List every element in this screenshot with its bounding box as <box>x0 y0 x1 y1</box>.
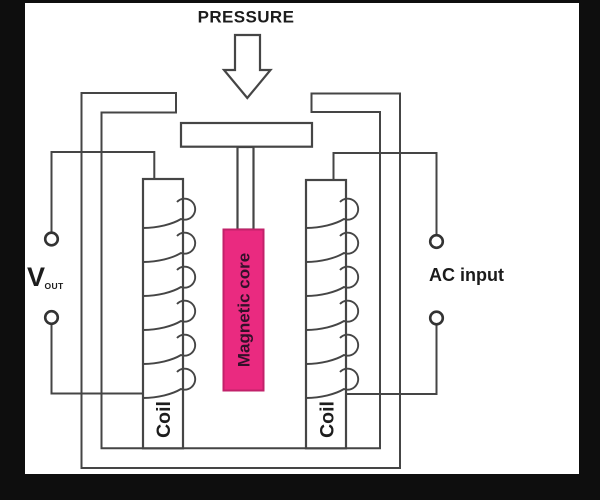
vout-bottom-wire <box>50 324 143 395</box>
coil-winding <box>305 299 360 331</box>
magnetic-core-label: Magnetic core <box>235 253 254 367</box>
vout-terminal-bottom <box>43 309 60 326</box>
ac-input-label: AC input <box>429 265 504 285</box>
coil-winding <box>142 265 197 297</box>
coil-winding <box>305 367 360 399</box>
core-rod <box>236 145 255 231</box>
coil-winding <box>142 299 197 331</box>
coil-winding <box>305 231 360 263</box>
coil-left-label: Coil <box>153 401 175 438</box>
ac-terminal-top <box>428 233 445 250</box>
coil-winding <box>142 367 197 399</box>
coil-winding <box>305 197 360 229</box>
vout-label: V <box>27 262 45 292</box>
coil-right-windings <box>305 197 360 399</box>
coil-right-body <box>304 178 348 450</box>
pressure-plate <box>179 121 314 148</box>
vout-terminal-top <box>43 231 60 247</box>
vout-label-subscript: OUT <box>45 281 65 291</box>
coil-winding <box>305 333 360 365</box>
magnetic-core <box>222 228 265 392</box>
coil-right-label: Coil <box>317 401 339 438</box>
coil-winding <box>142 231 197 263</box>
ac-top-wire <box>332 152 438 235</box>
diagram-background <box>25 3 579 474</box>
coil-left-windings <box>142 197 197 399</box>
coil-winding <box>142 333 197 365</box>
ac-terminal-bottom <box>428 310 445 326</box>
coil-winding <box>305 265 360 297</box>
pressure-label: PRESSURE <box>198 8 295 27</box>
coil-winding <box>142 197 197 229</box>
coil-left-body <box>141 177 185 450</box>
vout-top-wire <box>50 151 156 233</box>
pressure-arrow-icon <box>221 33 273 100</box>
ac-bottom-wire <box>346 325 438 395</box>
frame-wire-loop <box>80 92 401 469</box>
